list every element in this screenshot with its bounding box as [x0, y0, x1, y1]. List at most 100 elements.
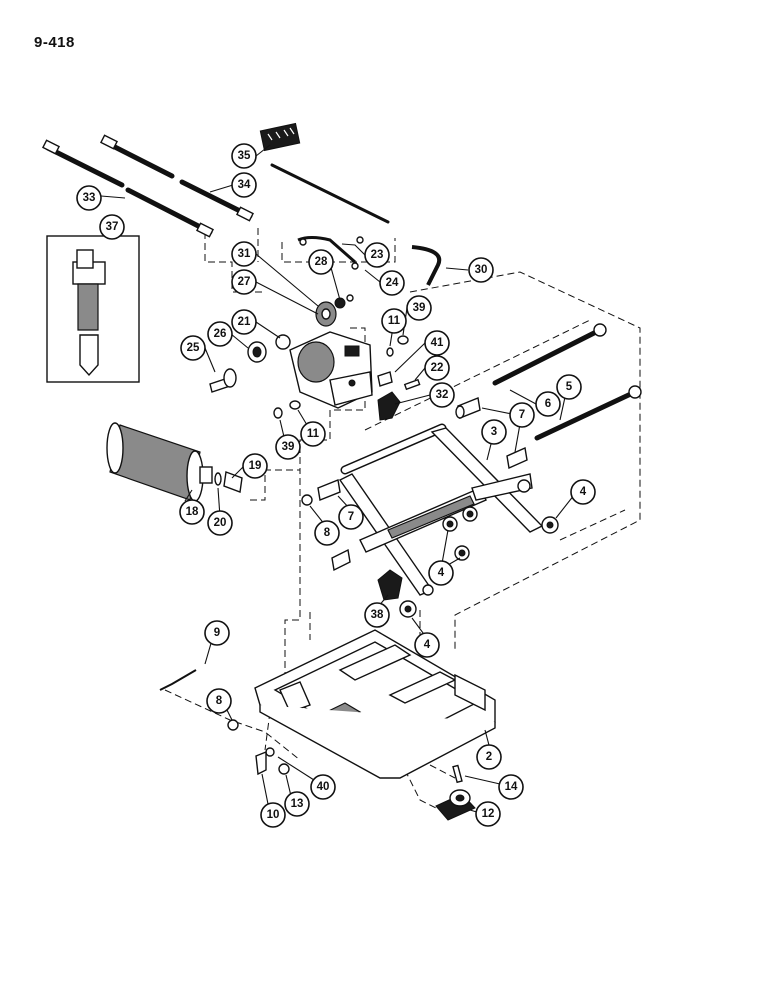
nut-8 [227, 494, 313, 731]
callout-13: 13 [284, 791, 310, 817]
callout-10: 10 [260, 802, 286, 828]
callout-4-right: 4 [570, 479, 596, 505]
callout-7-upper: 7 [509, 402, 535, 428]
callout-22: 22 [424, 355, 450, 381]
callout-22-label: 22 [431, 362, 444, 374]
callout-9-label: 9 [214, 627, 220, 639]
callout-40-label: 40 [317, 781, 330, 793]
callout-6: 6 [535, 391, 561, 417]
callout-38-label: 38 [371, 609, 384, 621]
hoses-33-34 [42, 134, 254, 238]
callout-27-label: 27 [238, 276, 251, 288]
callout-27: 27 [231, 269, 257, 295]
callout-35-label: 35 [238, 150, 251, 162]
callout-12: 12 [475, 801, 501, 827]
callout-39-lower: 39 [275, 434, 301, 460]
callout-8-lower: 8 [206, 688, 232, 714]
callout-19: 19 [242, 453, 268, 479]
callout-39-upper: 39 [406, 295, 432, 321]
callout-4-right-label: 4 [580, 486, 587, 498]
callout-41: 41 [424, 330, 450, 356]
wire-9 [159, 669, 197, 691]
fittings-41-22-32 [377, 371, 421, 421]
callout-8-lower-label: 8 [216, 695, 223, 707]
callout-20: 20 [207, 510, 233, 536]
pipe-30 [411, 245, 442, 286]
block-38 [377, 569, 403, 601]
callout-14: 14 [498, 774, 524, 800]
pin-25 [209, 368, 237, 393]
fittings-27-28-31 [315, 294, 354, 327]
decal-35 [259, 122, 301, 152]
callout-2-label: 2 [486, 751, 492, 763]
tube-23-24 [297, 236, 364, 270]
filter-18 [106, 422, 243, 502]
callout-34: 34 [231, 172, 257, 198]
callout-28: 28 [308, 249, 334, 275]
callout-11-upper: 11 [381, 308, 407, 334]
callout-4-middle: 4 [428, 560, 454, 586]
bushings-7 [317, 397, 528, 572]
callout-25-label: 25 [187, 342, 200, 354]
callout-11-lower-label: 11 [307, 428, 320, 440]
callout-12-label: 12 [482, 808, 495, 820]
callout-39-upper-label: 39 [413, 302, 426, 314]
rod-upper [270, 163, 390, 224]
callout-23-label: 23 [371, 249, 384, 261]
callout-5: 5 [556, 374, 582, 400]
callout-18-label: 18 [186, 506, 199, 518]
callout-31: 31 [231, 241, 257, 267]
clamp-12 [435, 789, 476, 821]
callout-26: 26 [207, 321, 233, 347]
callout-10-label: 10 [267, 809, 280, 821]
callout-3: 3 [481, 419, 507, 445]
callout-7-lower: 7 [338, 504, 364, 530]
callout-24: 24 [379, 270, 405, 296]
callout-38: 38 [364, 602, 390, 628]
callout-13-label: 13 [291, 798, 304, 810]
callout-9: 9 [204, 620, 230, 646]
callout-32-label: 32 [436, 389, 449, 401]
assembly-guide-lines [164, 228, 641, 811]
rods-5-6 [492, 323, 642, 441]
callout-37: 37 [99, 214, 125, 240]
callout-37-label: 37 [106, 221, 119, 233]
fittings-10-13-40 [255, 747, 290, 776]
callout-33-label: 33 [83, 192, 96, 204]
callout-11-lower: 11 [300, 421, 326, 447]
callout-2: 2 [476, 744, 502, 770]
callout-33: 33 [76, 185, 102, 211]
callout-40: 40 [310, 774, 336, 800]
base-frame-2 [254, 629, 496, 779]
callout-21: 21 [231, 309, 257, 335]
scissor-linkage-3 [338, 423, 544, 596]
bearing-26 [247, 341, 267, 363]
callout-30: 30 [468, 257, 494, 283]
callout-11-upper-label: 11 [388, 315, 401, 327]
callout-28-label: 28 [315, 256, 328, 268]
callout-5-label: 5 [566, 381, 573, 393]
callout-31-label: 31 [238, 248, 251, 260]
callout-30-label: 30 [475, 264, 488, 276]
callout-32: 32 [429, 382, 455, 408]
callout-41-label: 41 [431, 337, 444, 349]
callout-25: 25 [180, 335, 206, 361]
bearings-4 [399, 506, 559, 618]
callout-19-label: 19 [249, 460, 262, 472]
callout-4-lower-label: 4 [424, 639, 431, 651]
pump-assembly [275, 331, 373, 409]
callout-4-lower: 4 [414, 632, 440, 658]
callout-6-label: 6 [545, 398, 551, 410]
callout-39-lower-label: 39 [282, 441, 295, 453]
callout-3-label: 3 [491, 426, 497, 438]
callout-24-label: 24 [386, 277, 399, 289]
cable-tie-inset-37 [46, 235, 140, 383]
callout-18: 18 [179, 499, 205, 525]
callout-26-label: 26 [214, 328, 227, 340]
callout-34-label: 34 [238, 179, 251, 191]
callout-8-upper: 8 [314, 520, 340, 546]
callout-8-upper-label: 8 [324, 527, 331, 539]
callout-23: 23 [364, 242, 390, 268]
callout-21-label: 21 [238, 316, 251, 328]
